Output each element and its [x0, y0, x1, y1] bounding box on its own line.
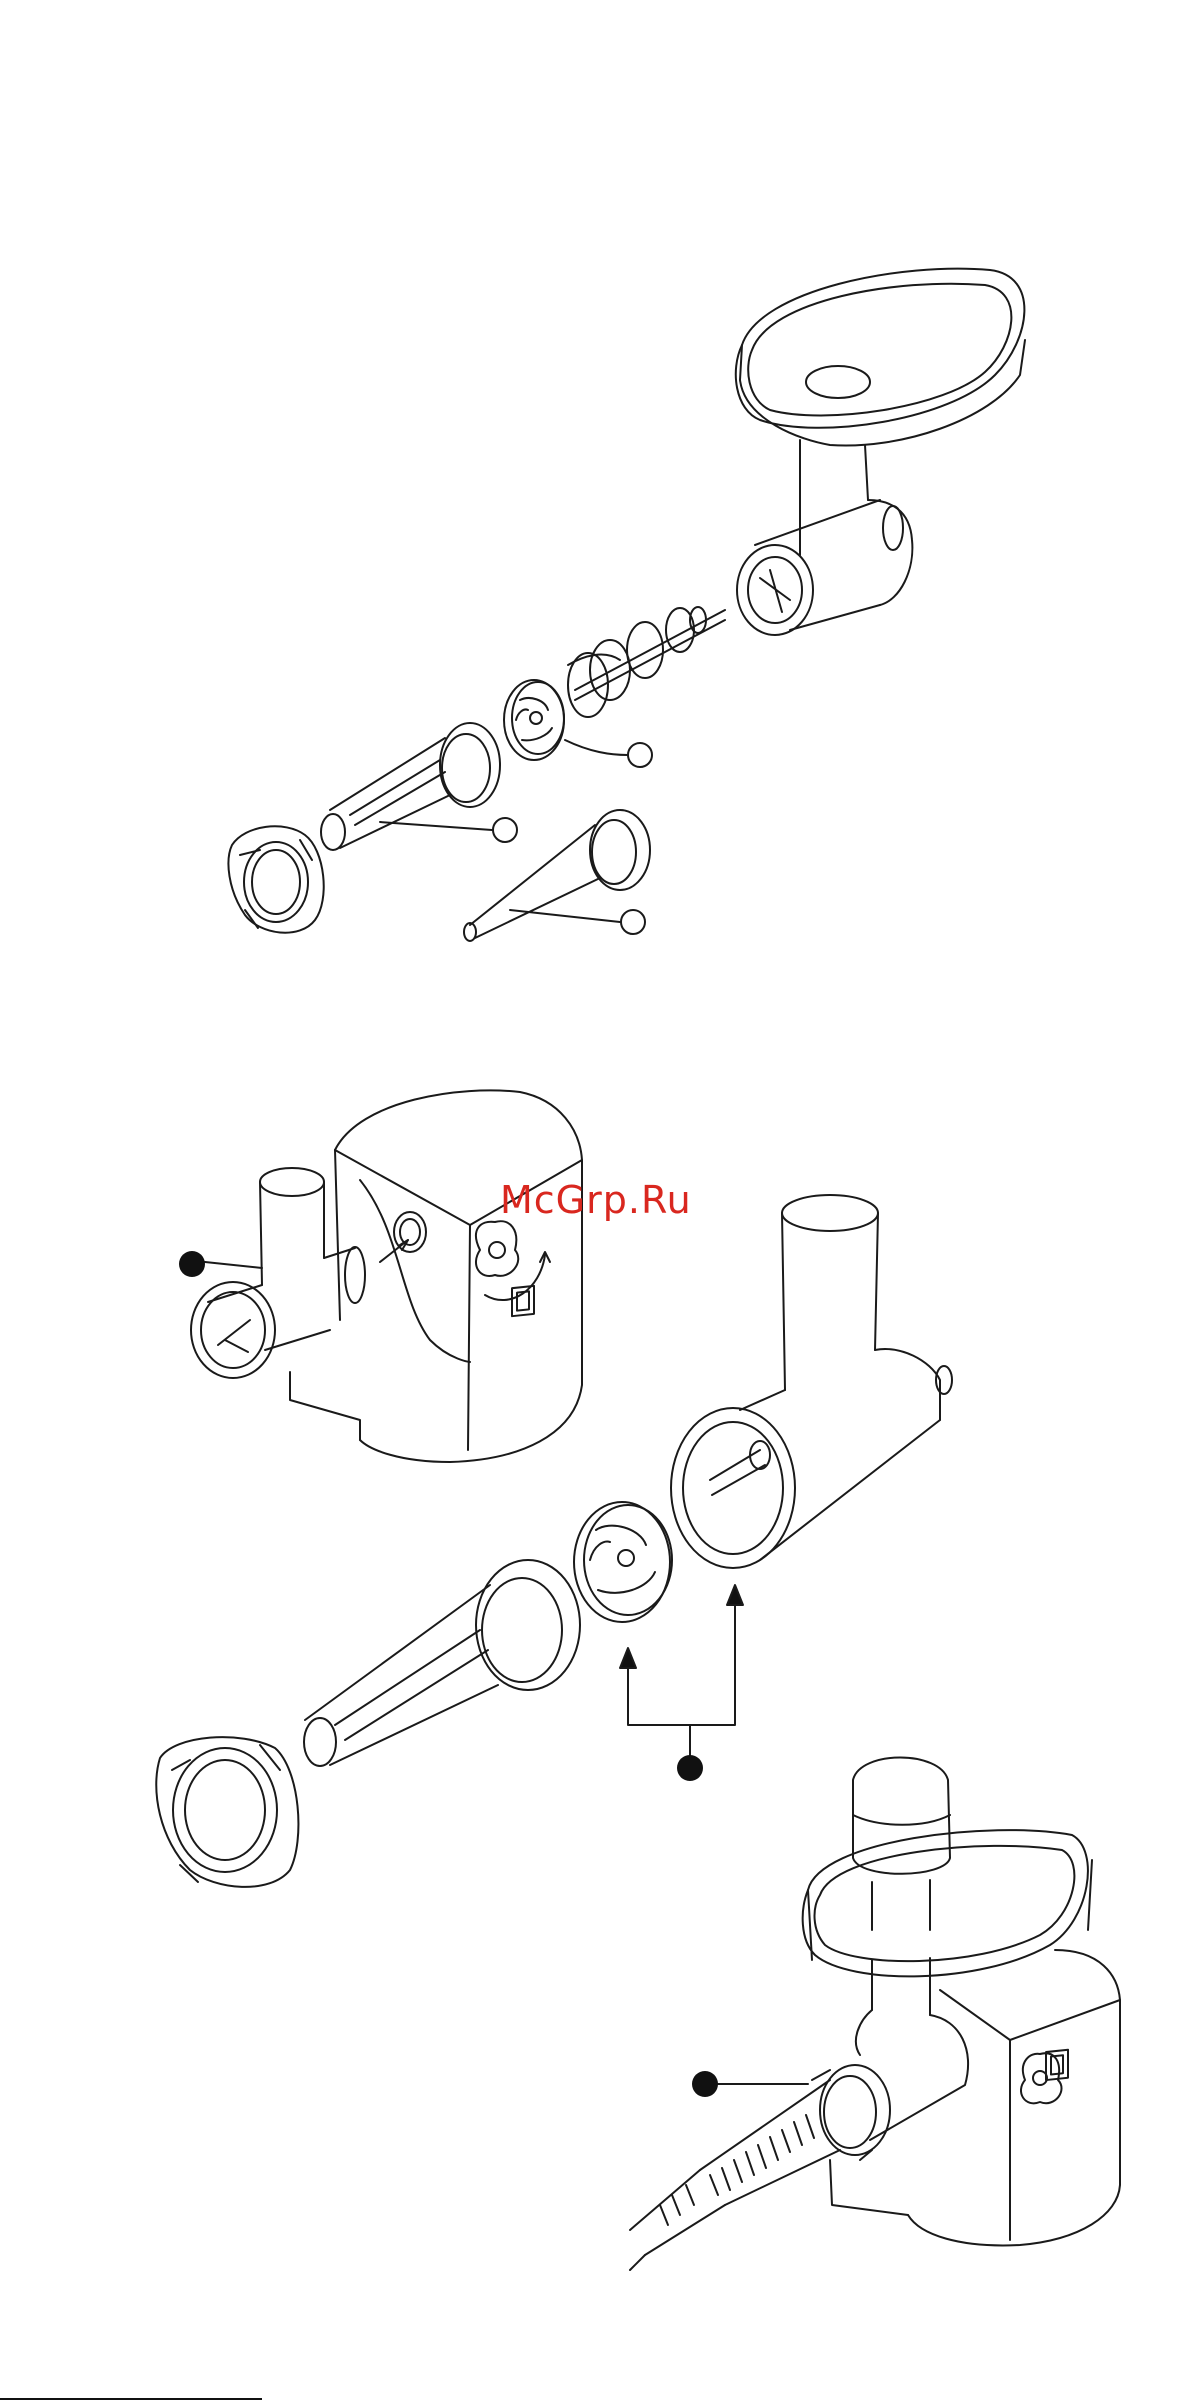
mounting-plate [574, 1502, 672, 1622]
grinder-body [737, 440, 912, 635]
separator-plate [504, 680, 564, 760]
callout-open-1 [565, 740, 652, 767]
large-nozzle [321, 723, 500, 850]
callout-filled-1 [179, 1251, 262, 1277]
assembly-arrows [620, 1585, 743, 1755]
tray-in-use [803, 1830, 1092, 1976]
ring-nut [228, 826, 323, 932]
feeding-tray [736, 269, 1025, 446]
auger [568, 607, 725, 717]
mounting-nozzle [304, 1560, 580, 1766]
mounting-nut [156, 1737, 298, 1887]
nozzle-with-casing [630, 2080, 840, 2270]
footer-rule [0, 2398, 262, 2400]
callout-open-3 [510, 910, 645, 934]
callout-open-2 [380, 818, 517, 842]
callout-filled-2 [677, 1755, 703, 1781]
watermark-text: McGrp.Ru [500, 1178, 692, 1222]
figure-in-use [630, 1758, 1120, 2271]
figure-exploded-view [228, 269, 1025, 941]
motor-housing [290, 1090, 582, 1462]
grinder-in-use [812, 1958, 968, 2160]
grinder-head [671, 1195, 952, 1568]
pusher [853, 1758, 950, 1931]
callout-filled-3 [692, 2071, 808, 2097]
